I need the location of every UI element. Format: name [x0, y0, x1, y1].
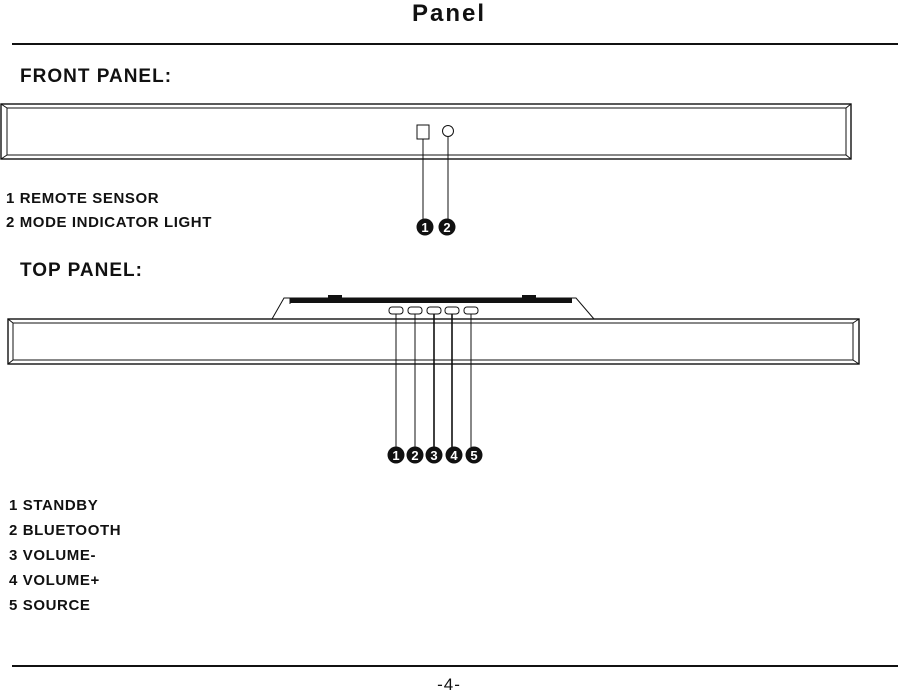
- top-callout-2: 2: [407, 447, 424, 464]
- bluetooth-button: [408, 307, 422, 314]
- svg-text:5: 5: [470, 448, 477, 463]
- svg-text:3: 3: [430, 448, 437, 463]
- svg-text:1: 1: [392, 448, 399, 463]
- front-callout-1: 1: [417, 219, 434, 236]
- standby-button: [389, 307, 403, 314]
- svg-text:2: 2: [443, 220, 450, 235]
- indicator-light-icon: [443, 126, 454, 137]
- front-callout-2: 2: [439, 219, 456, 236]
- source-button: [464, 307, 478, 314]
- footer-rule: [12, 665, 898, 667]
- top-item-volume-up: 4 VOLUME+: [9, 572, 100, 589]
- volume-down-button: [427, 307, 441, 314]
- top-callout-4: 4: [446, 447, 463, 464]
- top-item-standby: 1 STANDBY: [9, 497, 98, 514]
- svg-text:1: 1: [421, 220, 428, 235]
- top-callout-3: 3: [426, 447, 443, 464]
- svg-text:2: 2: [411, 448, 418, 463]
- front-item-mode-indicator: 2 MODE INDICATOR LIGHT: [6, 214, 212, 231]
- top-item-source: 5 SOURCE: [9, 597, 91, 614]
- front-item-remote-sensor: 1 REMOTE SENSOR: [6, 190, 159, 207]
- remote-sensor-icon: [417, 125, 429, 139]
- top-callout-5: 5: [466, 447, 483, 464]
- page-number: -4-: [0, 675, 898, 695]
- top-item-bluetooth: 2 BLUETOOTH: [9, 522, 121, 539]
- svg-text:4: 4: [450, 448, 458, 463]
- top-panel-heading: TOP PANEL:: [20, 260, 143, 282]
- top-callout-1: 1: [388, 447, 405, 464]
- top-item-volume-down: 3 VOLUME-: [9, 547, 96, 564]
- volume-up-button: [445, 307, 459, 314]
